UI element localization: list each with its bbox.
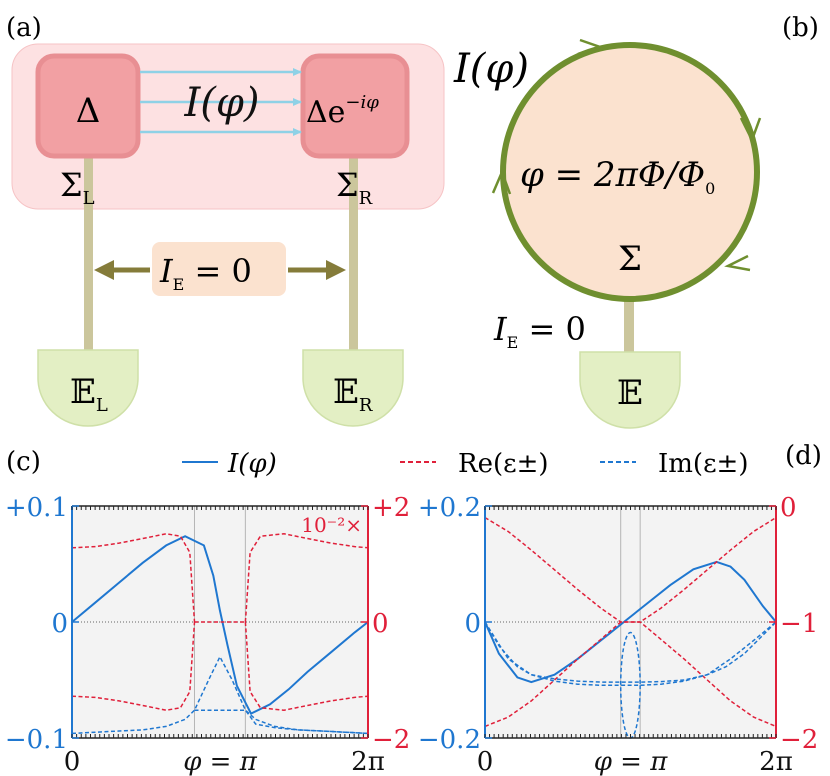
sigma-right-label: ΣR: [336, 166, 373, 209]
series-line-1: [72, 533, 196, 623]
bath-left: [37, 349, 139, 427]
sigma-b-label: Σ: [618, 239, 642, 279]
x-tick-label-0: 0: [477, 747, 494, 776]
series-line-7: [194, 709, 368, 735]
right-tick-label-0: +2: [372, 493, 410, 523]
left-tick-label-0: +0.2: [418, 493, 481, 523]
loop-arrow-bottom: [724, 254, 751, 272]
series-line-0: [72, 535, 368, 715]
ie-label-a: IE = 0: [159, 252, 252, 294]
ie-label-b: IE = 0: [493, 310, 586, 352]
series-line-2: [485, 516, 776, 728]
panel-label-b: (b): [782, 13, 819, 43]
legend-label-2: Im(ε±): [658, 449, 748, 479]
series-line-0: [485, 560, 776, 684]
x-tick-label-2: 2π: [759, 747, 793, 776]
panel-label-a: (a): [6, 13, 42, 43]
x-tick-label-0: 0: [64, 747, 81, 776]
series-line-3: [485, 621, 776, 683]
series-line-4: [244, 533, 368, 623]
x-tick-label-1: φ = π: [594, 747, 669, 776]
right-tick-label-1: −1: [780, 609, 818, 639]
legend-label-1: Re(ε±): [458, 449, 549, 479]
series-group: [485, 516, 776, 739]
bath-right: [302, 349, 404, 427]
left-gap-label: Δ: [76, 91, 101, 131]
series-line-5: [244, 621, 368, 711]
right-tick-label-2: −2: [372, 725, 410, 755]
scale-annotation: 10⁻²×: [301, 513, 362, 537]
bath-b: [579, 351, 681, 429]
left-tick-label-2: −0.2: [418, 725, 481, 755]
panel-b-current-label: I(φ): [453, 46, 529, 92]
x-tick-label-2: 2π: [351, 747, 385, 776]
series-line-2: [72, 621, 196, 711]
sigma-left-label: ΣL: [60, 166, 95, 209]
right-tick-label-0: 0: [780, 493, 797, 523]
right-tick-label-2: −2: [780, 725, 818, 755]
loop-arrow-left: [491, 168, 512, 195]
left-tick-label-1: 0: [51, 609, 68, 639]
ie-label-box: [152, 242, 286, 296]
legend: I(φ) Re(ε±) Im(ε±): [182, 449, 748, 479]
wire-b: [624, 298, 634, 354]
wire-left: [84, 158, 93, 353]
right-superconductor-box: [300, 53, 410, 159]
right-tick-label-1: 0: [372, 609, 389, 639]
bath-right-label: 𝔼R: [333, 372, 373, 416]
ie-arrow-left-head: [94, 260, 114, 280]
phase-equation: φ = 2πΦ/Φ0: [520, 155, 715, 198]
left-tick-label-2: −0.1: [5, 725, 68, 755]
panel-label-d: (d): [785, 441, 822, 471]
left-tick-label-0: +0.1: [5, 493, 68, 523]
left-tick-label-1: 0: [464, 609, 481, 639]
bath-left-label: 𝔼L: [70, 372, 108, 416]
loop-arrow-top: [577, 38, 604, 56]
right-gap-label: Δe−iφ: [306, 92, 379, 130]
bath-b-label: 𝔼: [617, 373, 643, 413]
panel-a-current-label: I(φ): [183, 80, 259, 126]
series-line-1: [485, 516, 776, 728]
left-superconductor-box: [35, 53, 141, 159]
series-group: [72, 533, 368, 735]
legend-label-0: I(φ): [227, 449, 277, 479]
ie-arrow-right-head: [326, 260, 346, 280]
panel-label-c: (c): [6, 447, 41, 477]
x-tick-label-1: φ = π: [183, 747, 258, 776]
loop-arrow-right: [739, 117, 762, 144]
series-line-4: [485, 621, 776, 687]
wire-right: [349, 158, 358, 353]
